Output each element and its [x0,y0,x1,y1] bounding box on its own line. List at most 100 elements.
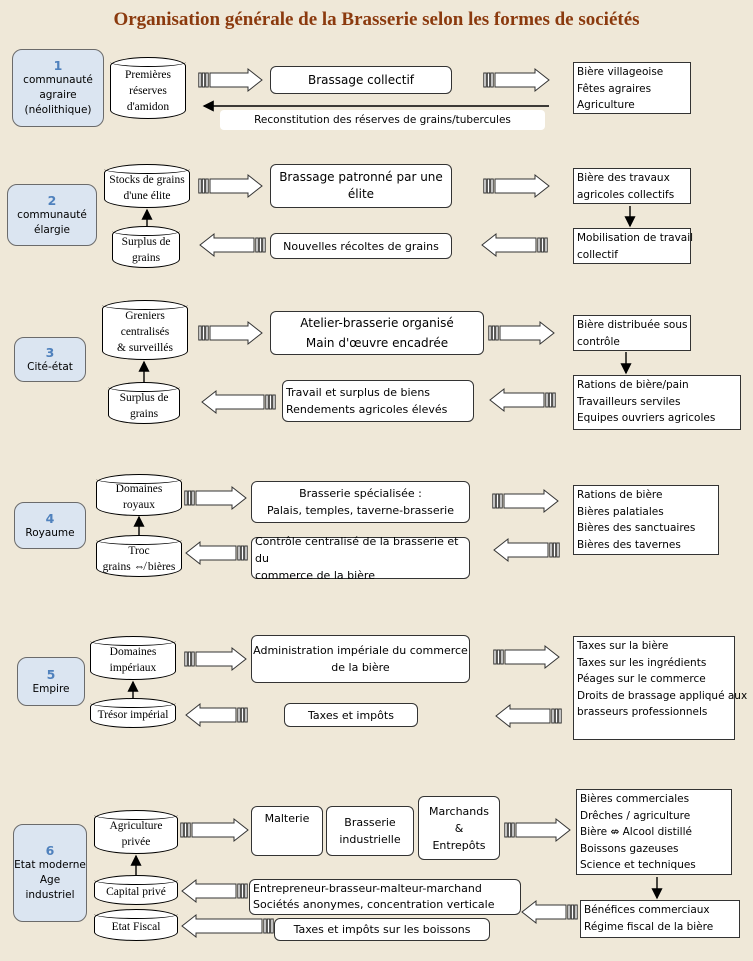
output-line: Bières commerciales [580,793,690,805]
block-arrow-left [495,703,562,729]
store-line: Stocks de grains [109,174,185,186]
output-box: Bière des travaux agricoles collectifs [573,168,691,204]
process-line: Atelier-brasserie organisé [300,316,454,330]
stage-number: 3 [45,344,55,360]
block-arrow-left [185,540,248,566]
process-line: Entrepôts [432,838,486,852]
process-box: Brassage patronné par une élite [270,164,452,208]
feedback-label: Reconstitution des réserves de grains/tu… [220,110,545,130]
block-arrow-left [489,387,556,413]
stage-name-line: communauté [23,74,93,86]
stage-name-line: industriel [25,889,75,901]
output-box: Bénéfices commerciaux Régime fiscal de l… [580,900,740,938]
stage-3-label: 3 Cité-état [14,337,86,382]
process-line: industrielle [339,833,401,846]
output-line: Bière distribuée sous [577,319,688,331]
process-line: Brasserie [344,816,396,829]
stage-name-line: Etat moderne [14,859,86,871]
output-line: Régime fiscal de la bière [584,920,714,933]
output-line: Drêches / agriculture [580,809,691,822]
store-line: & surveillés [117,342,173,354]
output-line: Mobilisation de travail [577,232,694,244]
output-line: Boissons gazeuses [580,842,679,855]
output-line: Bières des tavernes [577,538,681,551]
process-line: & [454,821,464,835]
store-cylinder: Troc grains ⇎ bières [96,535,182,577]
block-arrow-left [481,232,548,258]
output-box: Bière distribuée sous contrôle [573,315,691,351]
stage-number: 2 [47,192,57,208]
store-cylinder: Agriculture privée [94,810,178,854]
stage-name-line: agraire [39,89,77,101]
output-line: Bière des travaux [577,172,670,184]
process-box: Administration impériale du commerce de … [251,635,470,683]
feedback-line: commerce de la bière [255,568,375,582]
output-line: brasseurs professionnels [577,706,708,718]
block-arrow-left [521,899,578,925]
output-line: Taxes sur les ingrédients [577,656,707,669]
store-line: Surplus de [121,235,171,248]
output-line: Péages sur le commerce [577,673,706,685]
process-box: Brasserie spécialisée : Palais, temples,… [251,481,470,523]
store-cylinder: Stocks de grains d'une élite [104,164,190,208]
output-box: Rations de bière Bières palatiales Bière… [573,485,719,555]
stage-4-label: 4 Royaume [14,502,86,549]
process-box: Atelier-brasserie organisé Main d'œuvre … [270,311,484,355]
process-line: de la bière [331,661,390,674]
store-line: Premières [125,69,171,81]
stage-name-line: Cité-état [27,360,73,373]
process-line: Marchands [429,804,489,818]
feedback-box: Travail et surplus de biens Rendements a… [282,380,474,422]
block-arrow-left [185,702,248,728]
block-arrow-right [483,67,550,93]
store-cylinder: Premières réserves d'amidon [110,57,186,119]
stage-number: 1 [53,58,63,73]
output-line: Rations de bière/pain [577,379,689,391]
output-line: collectif [577,248,618,261]
block-arrow-right [198,67,263,93]
block-arrow-right [504,817,571,843]
store-cylinder: Domaines royaux [96,474,182,516]
store-cylinder: Etat Fiscal [94,909,178,941]
store-line: d'une élite [123,190,171,202]
stage-name-line: Royaume [25,526,75,539]
store-line: Troc [128,544,150,557]
output-line: Equipes ouvriers agricoles [577,412,716,424]
feedback-line: Nouvelles récoltes de grains [283,239,439,253]
process-line: Administration impériale du commerce [253,644,468,657]
block-arrow-right [184,485,247,511]
store-line: grains [129,407,159,420]
store-line: grains ⇎ bières [102,560,176,573]
output-box: Rations de bière/pain Travailleurs servi… [573,375,741,430]
store-line: privée [121,836,151,848]
block-arrow-right [198,320,263,346]
block-arrow-right [492,488,559,514]
block-arrow-left [181,878,248,904]
feedback-line: Taxes et impôts [308,708,394,722]
store-line: réserves [129,85,167,97]
output-box: Mobilisation de travail collectif [573,228,694,264]
process-box: Malterie [251,806,323,856]
store-cylinder: Surplus de grains [112,226,180,268]
process-line: Main d'œuvre encadrée [305,336,449,350]
process-box: Marchands & Entrepôts [418,796,500,860]
output-line: Bières des sanctuaires [577,522,696,534]
process-line: Brassage collectif [307,72,415,87]
process-line: Malterie [264,812,310,825]
store-line: Trésor impérial [97,708,169,721]
store-line: Etat Fiscal [111,920,161,933]
store-cylinder: Trésor impérial [90,698,176,728]
output-box: Taxes sur la bière Taxes sur les ingrédi… [573,636,747,740]
store-line: Capital privé [106,885,166,898]
store-line: grains [131,251,161,264]
store-line: centralisés [120,326,170,338]
feedback-box: Taxes et impôts [284,703,418,727]
store-line: Agriculture [109,820,163,832]
feedback-box: Entrepreneur-brasseur-malteur-marchand S… [249,879,521,915]
block-arrow-right [488,320,555,346]
output-line: Bière villageoise [577,66,664,78]
block-arrow-right [483,173,550,199]
stage-5-label: 5 Empire [17,657,85,706]
store-line: Domaines [109,646,157,658]
output-line: Science et techniques [580,859,696,871]
